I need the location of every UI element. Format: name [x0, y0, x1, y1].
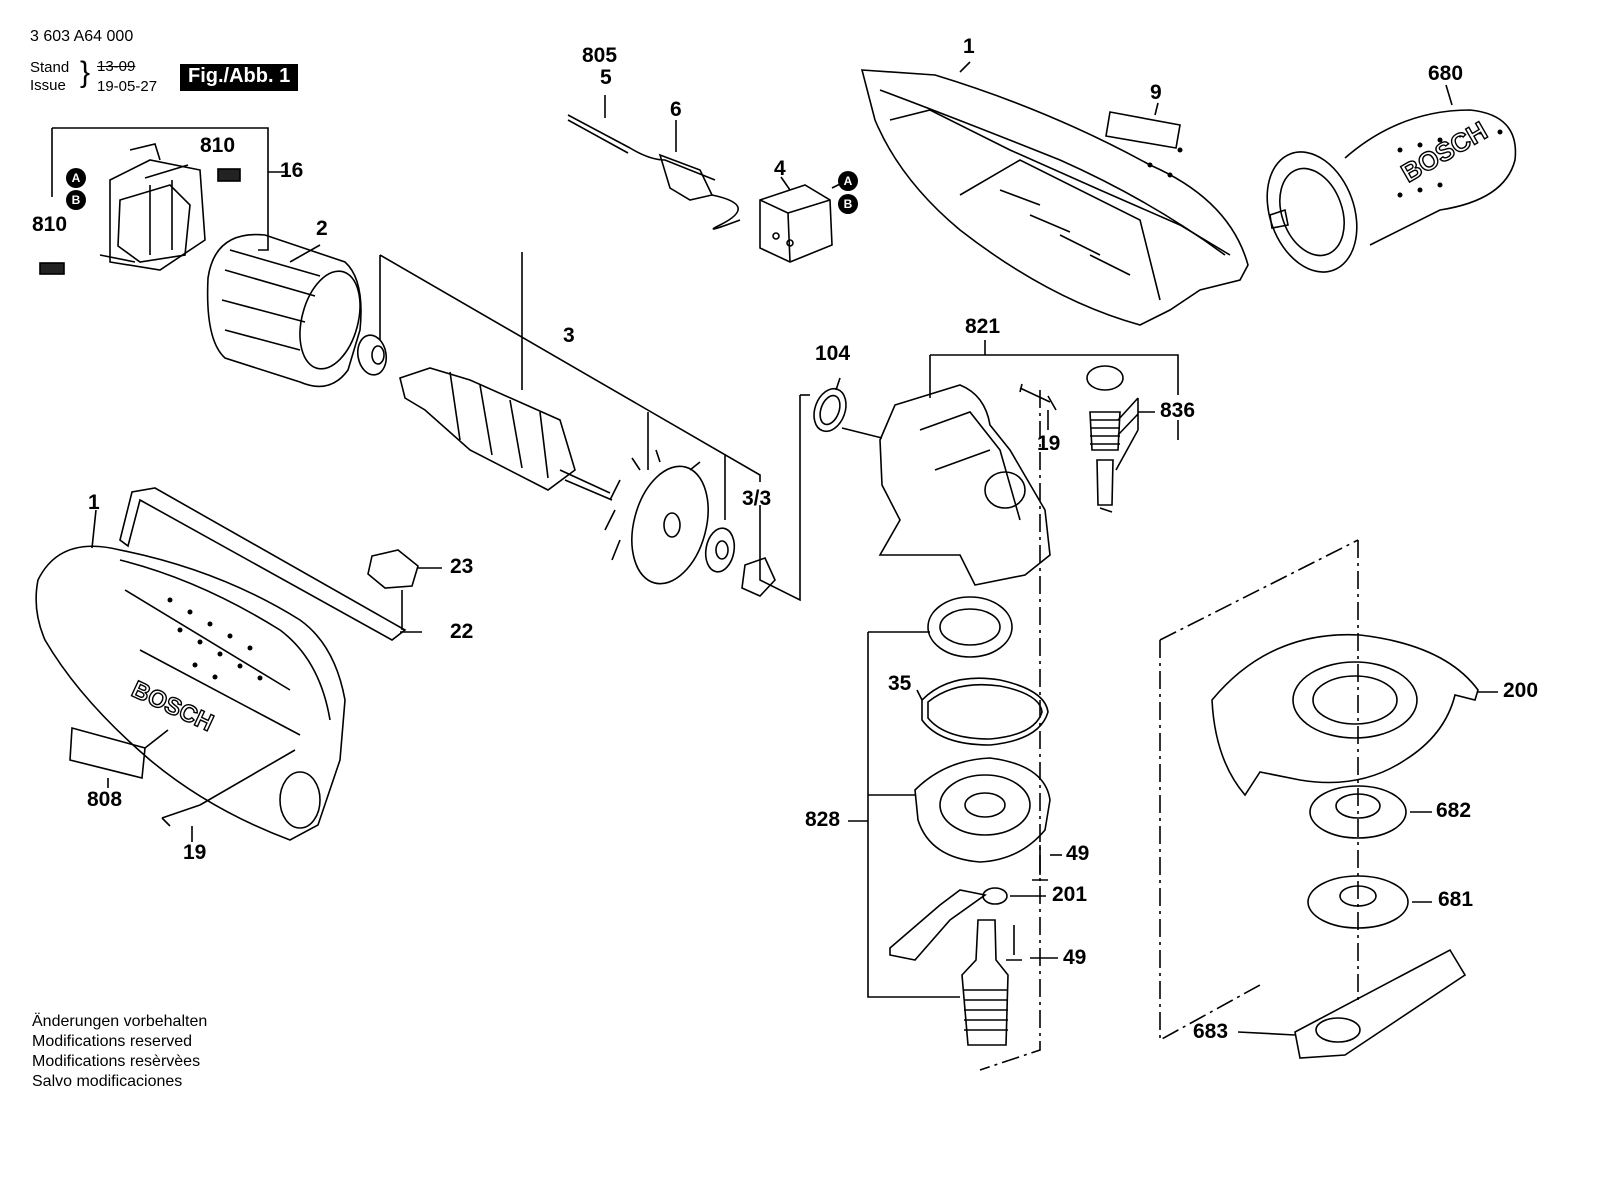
cable [567, 95, 741, 230]
gasket-35 [921, 677, 1049, 746]
part-label-6: 6 [670, 98, 682, 121]
bracket-16 [51, 127, 288, 251]
part-label-680: 680 [1428, 62, 1464, 85]
part-label-808: 808 [87, 788, 123, 811]
bosch-logo-housing: BOSCH [127, 676, 217, 737]
part-label-2: 2 [316, 217, 328, 240]
gear-housing-821 [878, 340, 1179, 586]
note-line: Modifications reserved [32, 1033, 193, 1050]
part-label-681: 681 [1438, 888, 1474, 911]
part-label-836: 836 [1160, 399, 1196, 422]
figure-label: Fig./Abb. 1 [180, 64, 299, 91]
armature-3 [399, 367, 613, 501]
part-label-200: 200 [1503, 679, 1539, 702]
bearing-flange [914, 757, 1051, 863]
part-label-3: 3 [563, 324, 575, 347]
part-label-9: 9 [1150, 81, 1162, 104]
bosch-logo-handle: BOSCH [1396, 115, 1492, 188]
badge-a-right: A [838, 171, 858, 191]
stand-label: Stand [30, 59, 70, 76]
part-label-22: 22 [450, 620, 474, 643]
fan [604, 449, 709, 585]
part-label-35: 35 [888, 672, 912, 695]
label-9 [1105, 111, 1181, 149]
part-label-49-b: 49 [1063, 946, 1087, 969]
badge-b-right: B [838, 194, 858, 214]
part-label-828: 828 [805, 808, 841, 831]
side-handle-680 [1266, 84, 1517, 273]
part-label-49-a: 49 [1066, 842, 1090, 865]
housing-1-top [860, 61, 1249, 326]
housing-1-left [35, 509, 346, 841]
note-line: Änderungen vorbehalten [32, 1013, 208, 1030]
part-label-104: 104 [815, 342, 851, 365]
part-label-19-left: 19 [183, 841, 207, 864]
part-label-3-3: 3/3 [742, 487, 772, 510]
note-line: Salvo modificaciones [32, 1073, 183, 1090]
spanner-683 [1294, 948, 1467, 1059]
date-current: 19-05-27 [97, 78, 158, 95]
connector-4 [759, 176, 843, 263]
part-label-5: 5 [600, 66, 612, 89]
spindle [961, 919, 1009, 1046]
part-label-1-left: 1 [88, 491, 100, 514]
part-label-821: 821 [965, 315, 1001, 338]
cover-22 [119, 487, 407, 641]
part-label-16: 16 [280, 159, 304, 182]
badge-b-left: B [66, 190, 86, 210]
part-label-810-left: 810 [32, 213, 68, 236]
note-line: Modifications resèrvèes [32, 1053, 201, 1070]
modification-notes: Änderungen vorbehalten Modifications res… [32, 1012, 207, 1092]
part-label-201: 201 [1052, 883, 1088, 906]
badge-a-left: A [66, 168, 86, 188]
part-label-19-right: 19 [1037, 432, 1061, 455]
part-label-810-top: 810 [200, 134, 236, 157]
part-label-1-top: 1 [963, 35, 975, 58]
part-label-4: 4 [774, 157, 786, 180]
label-808 [69, 726, 146, 780]
issue-label: Issue [30, 77, 66, 94]
brush-holder-assembly [39, 143, 241, 275]
part-label-683: 683 [1193, 1020, 1229, 1043]
drawing-number: 3 603 A64 000 [30, 28, 134, 45]
parts-836 [1086, 365, 1155, 513]
part-label-805: 805 [582, 44, 618, 67]
brace: } [80, 56, 91, 89]
date-struck: 13-09 [97, 58, 136, 75]
part-label-682: 682 [1436, 799, 1472, 822]
stator-2 [206, 233, 362, 388]
part-label-23: 23 [450, 555, 474, 578]
guard-200 [1211, 633, 1498, 797]
